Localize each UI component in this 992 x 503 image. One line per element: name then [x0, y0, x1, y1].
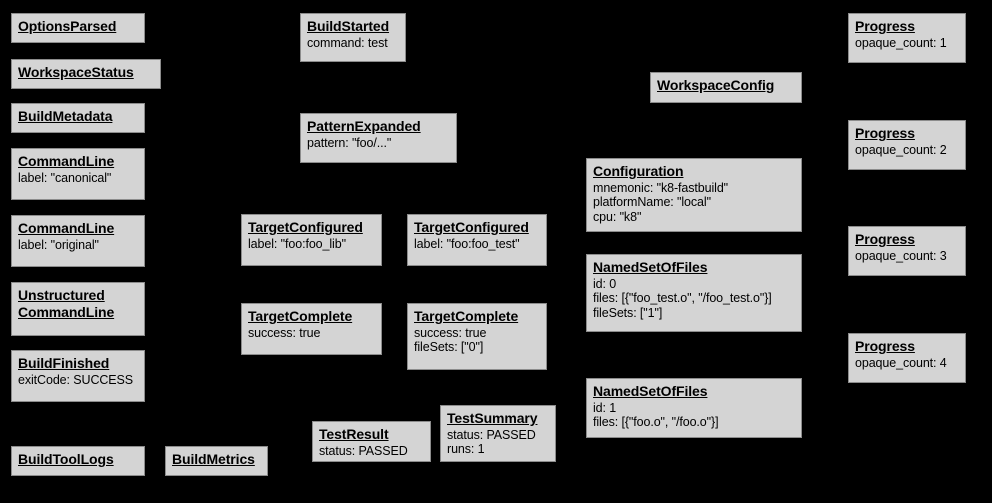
node-fields: mnemonic: "k8-fastbuild"platformName: "l…: [593, 181, 796, 225]
node-field: id: 1: [593, 400, 617, 415]
node-title: Progress: [855, 338, 915, 354]
node-fields: opaque_count: 3: [855, 249, 960, 264]
node-field: id: 0: [593, 276, 617, 291]
node-unstructured-command-line[interactable]: Unstructured CommandLine: [11, 282, 145, 336]
node-field: status: PASSED: [447, 427, 536, 442]
node-title: TargetComplete: [248, 308, 353, 324]
node-title: PatternExpanded: [307, 118, 421, 134]
node-fields: success: true: [248, 326, 376, 341]
node-title: OptionsParsed: [18, 18, 117, 34]
node-title: WorkspaceStatus: [18, 64, 134, 80]
node-field: fileSets: ["1"]: [593, 306, 663, 321]
node-fields: opaque_count: 1: [855, 36, 960, 51]
node-title: Progress: [855, 125, 915, 141]
node-field: label: "original": [18, 237, 99, 252]
node-title: NamedSetOfFiles: [593, 383, 708, 399]
node-field: mnemonic: "k8-fastbuild": [593, 180, 729, 195]
node-field: opaque_count: 2: [855, 142, 947, 157]
node-fields: exitCode: SUCCESS: [18, 373, 139, 388]
node-field: exitCode: SUCCESS: [18, 372, 134, 387]
node-fields: label: "canonical": [18, 171, 139, 186]
node-workspace-status[interactable]: WorkspaceStatus: [11, 59, 161, 89]
node-field: command: test: [307, 35, 388, 50]
node-field: opaque_count: 3: [855, 248, 947, 263]
node-title: WorkspaceConfig: [657, 77, 775, 93]
node-field: status: PASSED: [319, 443, 408, 458]
node-field: opaque_count: 4: [855, 355, 947, 370]
node-title: BuildStarted: [307, 18, 390, 34]
node-title: NamedSetOfFiles: [593, 259, 708, 275]
node-title: BuildMetrics: [172, 451, 255, 467]
node-title: Progress: [855, 18, 915, 34]
node-options-parsed[interactable]: OptionsParsed: [11, 13, 145, 43]
node-field: label: "canonical": [18, 170, 112, 185]
node-title: Unstructured CommandLine: [18, 287, 115, 320]
node-title: TargetConfigured: [414, 219, 529, 235]
node-field: runs: 1: [447, 442, 485, 457]
node-title: TestResult: [319, 426, 389, 442]
node-title: Configuration: [593, 163, 684, 179]
node-fields: opaque_count: 2: [855, 143, 960, 158]
node-field: files: [{"foo.o", "/foo.o"}]: [593, 415, 719, 430]
node-field: cpu: "k8": [593, 210, 642, 225]
node-build-tool-logs[interactable]: BuildToolLogs: [11, 446, 145, 476]
node-title: Progress: [855, 231, 915, 247]
node-title: TargetConfigured: [248, 219, 363, 235]
node-fields: command: test: [307, 36, 400, 51]
node-field: opaque_count: 1: [855, 35, 947, 50]
node-field: fileSets: ["0"]: [414, 340, 484, 355]
node-fields: status: PASSED: [319, 444, 425, 459]
node-field: platformName: "local": [593, 195, 711, 210]
node-title: BuildToolLogs: [18, 451, 114, 467]
node-build-metadata[interactable]: BuildMetadata: [11, 103, 145, 133]
node-fields: label: "foo:foo_lib": [248, 237, 376, 252]
node-title: CommandLine: [18, 153, 115, 169]
node-title: CommandLine: [18, 220, 115, 236]
node-title: TestSummary: [447, 410, 538, 426]
node-field: success: true: [248, 325, 321, 340]
node-fields: label: "original": [18, 238, 139, 253]
node-field: files: [{"foo_test.o", "/foo_test.o"}]: [593, 291, 772, 306]
node-field: label: "foo:foo_test": [414, 236, 520, 251]
node-field: pattern: "foo/...": [307, 135, 392, 150]
node-build-metrics[interactable]: BuildMetrics: [165, 446, 268, 476]
node-title: TargetComplete: [414, 308, 519, 324]
node-fields: opaque_count: 4: [855, 356, 960, 371]
node-workspace-config[interactable]: WorkspaceConfig: [650, 72, 802, 103]
node-field: label: "foo:foo_lib": [248, 236, 346, 251]
node-title: BuildFinished: [18, 355, 110, 371]
node-fields: label: "foo:foo_test": [414, 237, 541, 252]
node-field: success: true: [414, 325, 487, 340]
node-title: BuildMetadata: [18, 108, 113, 124]
node-fields: pattern: "foo/...": [307, 136, 451, 151]
